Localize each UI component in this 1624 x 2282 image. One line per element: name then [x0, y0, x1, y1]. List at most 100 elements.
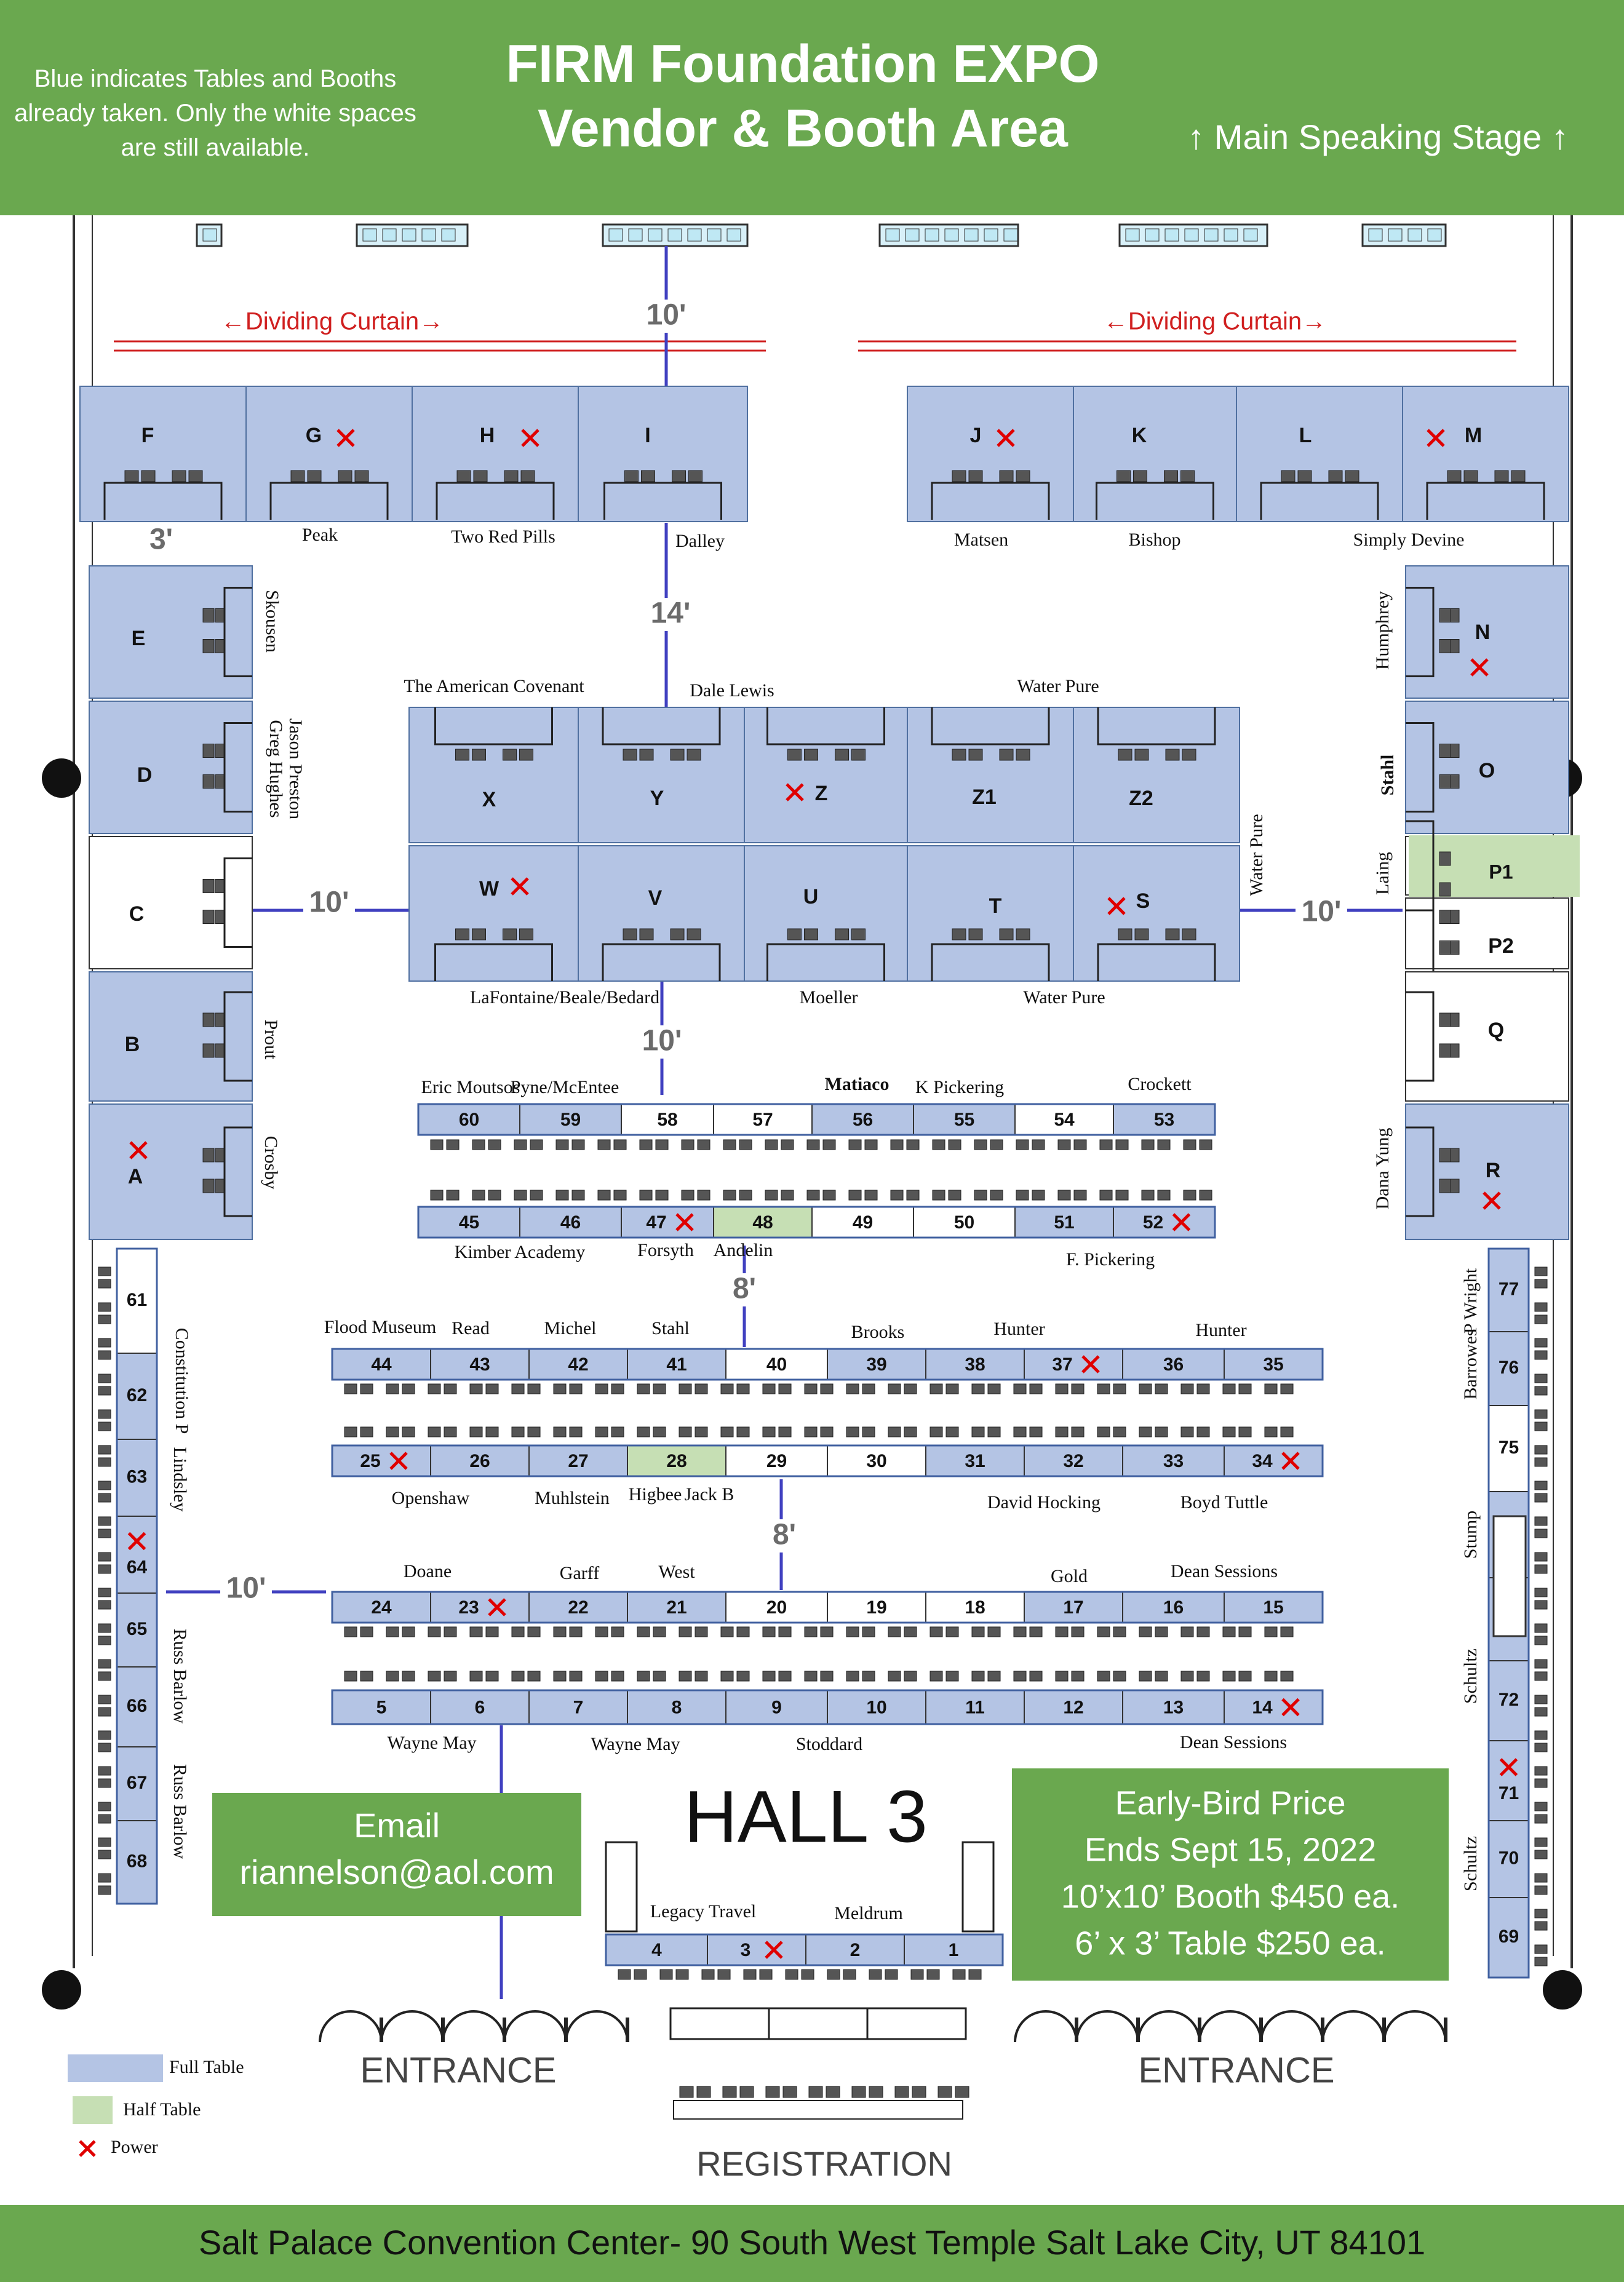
table-52[interactable] [1113, 1206, 1216, 1238]
booth-y[interactable] [578, 707, 745, 843]
chair-icon [1439, 608, 1451, 622]
entrance-label-left: ENTRANCE [360, 2050, 556, 2090]
table-37[interactable] [1024, 1348, 1123, 1380]
booth-g[interactable] [245, 386, 413, 522]
table-6[interactable] [430, 1690, 530, 1725]
booth-p1[interactable] [1409, 835, 1580, 897]
table-64[interactable] [116, 1516, 157, 1594]
table-56[interactable] [811, 1103, 914, 1135]
chair-icon [472, 749, 486, 761]
booth-z2[interactable] [1073, 707, 1240, 843]
stage-seat [1388, 228, 1403, 242]
table-2[interactable] [805, 1934, 905, 1966]
table-number: 22 [568, 1597, 588, 1618]
booth-a[interactable] [89, 1103, 253, 1240]
table-75[interactable] [1488, 1405, 1529, 1492]
table-vendor-label: K Pickering [915, 1077, 1004, 1097]
chair-icon [637, 1426, 650, 1437]
booth-h[interactable] [412, 386, 579, 522]
table-27[interactable] [528, 1445, 628, 1477]
table-77[interactable] [1488, 1248, 1529, 1332]
table-number: 63 [127, 1466, 147, 1487]
booth-l[interactable] [1236, 386, 1403, 522]
table-8[interactable] [627, 1690, 726, 1725]
booth-x[interactable] [408, 707, 579, 843]
chair-icon [904, 1626, 917, 1637]
dim-8-b: 8' [773, 1519, 796, 1551]
booth-c[interactable] [89, 836, 253, 969]
table-72[interactable] [1488, 1660, 1529, 1741]
chair-icon [1071, 1671, 1085, 1682]
table-48[interactable] [713, 1206, 813, 1238]
booth-i[interactable] [578, 386, 748, 522]
table-34[interactable] [1224, 1445, 1323, 1477]
chair-icon [1534, 1707, 1548, 1717]
table-61[interactable] [116, 1248, 157, 1354]
booth-d[interactable] [89, 701, 253, 834]
chair-icon [1115, 1190, 1129, 1201]
booth-w[interactable] [408, 845, 579, 982]
table-55[interactable] [913, 1103, 1016, 1135]
table-33[interactable] [1122, 1445, 1225, 1477]
table-25[interactable] [332, 1445, 431, 1477]
chair-icon [952, 1969, 966, 1980]
table-53[interactable] [1113, 1103, 1216, 1135]
table-41[interactable] [627, 1348, 726, 1380]
booth-p2[interactable] [1405, 897, 1569, 969]
table-70[interactable] [1488, 1820, 1529, 1898]
booth-z1[interactable] [907, 707, 1074, 843]
table-19[interactable] [827, 1591, 926, 1623]
table-60[interactable] [418, 1103, 520, 1135]
chair-icon [98, 1279, 111, 1289]
chair-icon [971, 1626, 985, 1637]
chair-icon [1115, 1139, 1129, 1150]
table-number: 36 [1163, 1354, 1184, 1375]
table-3[interactable] [707, 1934, 806, 1966]
chair-icon [1157, 1190, 1171, 1201]
table-14[interactable] [1224, 1690, 1323, 1725]
booth-m[interactable] [1402, 386, 1569, 522]
table-number: 9 [771, 1697, 782, 1717]
booth-e[interactable] [89, 565, 253, 699]
booth-k[interactable] [1073, 386, 1237, 522]
chair-icon [202, 1148, 215, 1163]
dimension-bg [220, 1573, 272, 1606]
table-42[interactable] [528, 1348, 628, 1380]
table-51[interactable] [1014, 1206, 1114, 1238]
table-31[interactable] [925, 1445, 1025, 1477]
table-30[interactable] [827, 1445, 926, 1477]
booth-s[interactable] [1073, 845, 1240, 982]
table-23[interactable] [430, 1591, 530, 1623]
table-54[interactable] [1014, 1103, 1114, 1135]
table-22[interactable] [528, 1591, 628, 1623]
chair-icon [999, 928, 1014, 940]
table-47[interactable] [621, 1206, 714, 1238]
table-44[interactable] [332, 1348, 431, 1380]
chair-icon [386, 1671, 399, 1682]
table-40[interactable] [725, 1348, 828, 1380]
booth-table-outline [434, 707, 553, 745]
table-46[interactable] [519, 1206, 622, 1238]
chair-icon [202, 1179, 215, 1193]
booth-table-outline [603, 482, 722, 520]
chair-icon [202, 744, 215, 758]
table-1[interactable] [904, 1934, 1003, 1966]
booth-z[interactable] [744, 707, 908, 843]
booth-v[interactable] [578, 845, 745, 982]
table-number: 40 [766, 1354, 787, 1375]
chair-icon [869, 2086, 883, 2098]
booth-u[interactable] [744, 845, 908, 982]
table-71[interactable] [1488, 1740, 1529, 1821]
booth-f[interactable] [79, 386, 247, 522]
table-17[interactable] [1024, 1591, 1123, 1623]
chair-icon [485, 1383, 499, 1394]
table-number: 52 [1143, 1212, 1163, 1233]
table-12[interactable] [1024, 1690, 1123, 1725]
table-number: 77 [1499, 1279, 1519, 1299]
table-57[interactable] [713, 1103, 813, 1135]
booth-t[interactable] [907, 845, 1074, 982]
power-icon [997, 429, 1015, 447]
chair-icon [1073, 1190, 1087, 1201]
table-number: 71 [1499, 1783, 1519, 1803]
table-9[interactable] [725, 1690, 828, 1725]
